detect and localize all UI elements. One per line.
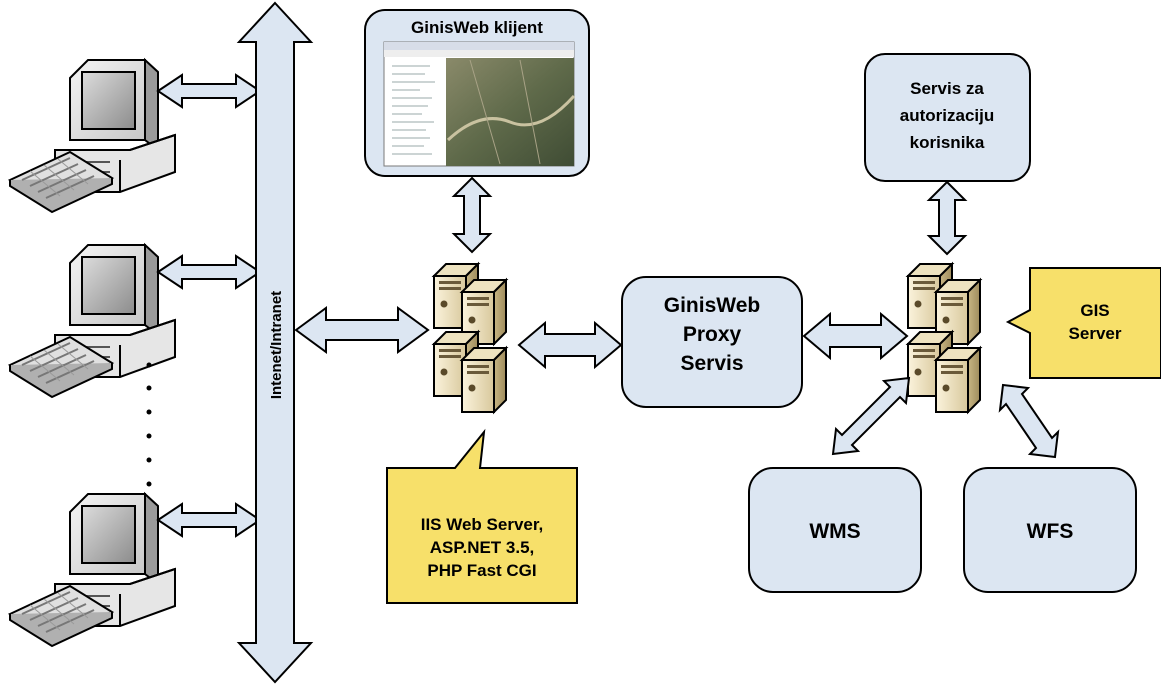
- iis-callout-line1: IIS Web Server,: [421, 515, 544, 534]
- iis-proxy-link-arrow: [517, 320, 623, 370]
- iis-callout: IIS Web Server, ASP.NET 3.5, PHP Fast CG…: [386, 428, 578, 604]
- iis-callout-line3: PHP Fast CGI: [427, 561, 536, 580]
- auth-line1: Servis za: [910, 79, 984, 98]
- wms-box: WMS: [748, 467, 922, 593]
- proxy-line3: Servis: [680, 352, 743, 375]
- gis-callout-line1: GIS: [1080, 301, 1109, 320]
- bus-label: Intenet/Intranet: [268, 291, 285, 399]
- iis-callout-line2: ASP.NET 3.5,: [430, 538, 535, 557]
- proxy-line1: GinisWeb: [664, 294, 760, 317]
- auth-gis-link-arrow: [926, 180, 968, 256]
- wms-label: WMS: [809, 520, 860, 543]
- client-screenshot-thumbnail: [383, 41, 576, 167]
- computer-link-arrow-1: [156, 73, 262, 109]
- client-iis-link-arrow: [451, 176, 493, 254]
- wfs-box: WFS: [963, 467, 1137, 593]
- iis-server-icon: [434, 264, 506, 412]
- gis-wms-link-arrow: [831, 376, 911, 456]
- client-computer-2: [9, 244, 176, 398]
- client-computer-1: [9, 59, 176, 213]
- proxy-service-box: GinisWeb Proxy Servis: [621, 276, 803, 408]
- computer-link-arrow-2: [156, 254, 262, 290]
- gis-server-icon: [908, 264, 980, 412]
- proxy-gis-link-arrow: [802, 311, 909, 361]
- computer-link-arrow-3: [156, 502, 262, 538]
- wfs-label: WFS: [1027, 520, 1074, 543]
- internet-intranet-bus: Intenet/Intranet: [236, 1, 314, 684]
- gis-wfs-link-arrow: [998, 383, 1060, 459]
- client-title: GinisWeb klijent: [411, 18, 543, 37]
- giniswebclient-box: GinisWeb klijent: [364, 9, 590, 177]
- auth-service-box: Servis za autorizaciju korisnika: [864, 53, 1031, 182]
- gis-server-callout: GIS Server: [1005, 267, 1161, 379]
- gis-callout-line2: Server: [1069, 324, 1122, 343]
- ellipsis-dots: [146, 362, 152, 487]
- client-computer-3: [9, 493, 176, 647]
- proxy-line2: Proxy: [683, 323, 742, 346]
- auth-line3: korisnika: [910, 133, 985, 152]
- bus-iis-link-arrow: [294, 306, 430, 354]
- auth-line2: autorizaciju: [900, 106, 994, 125]
